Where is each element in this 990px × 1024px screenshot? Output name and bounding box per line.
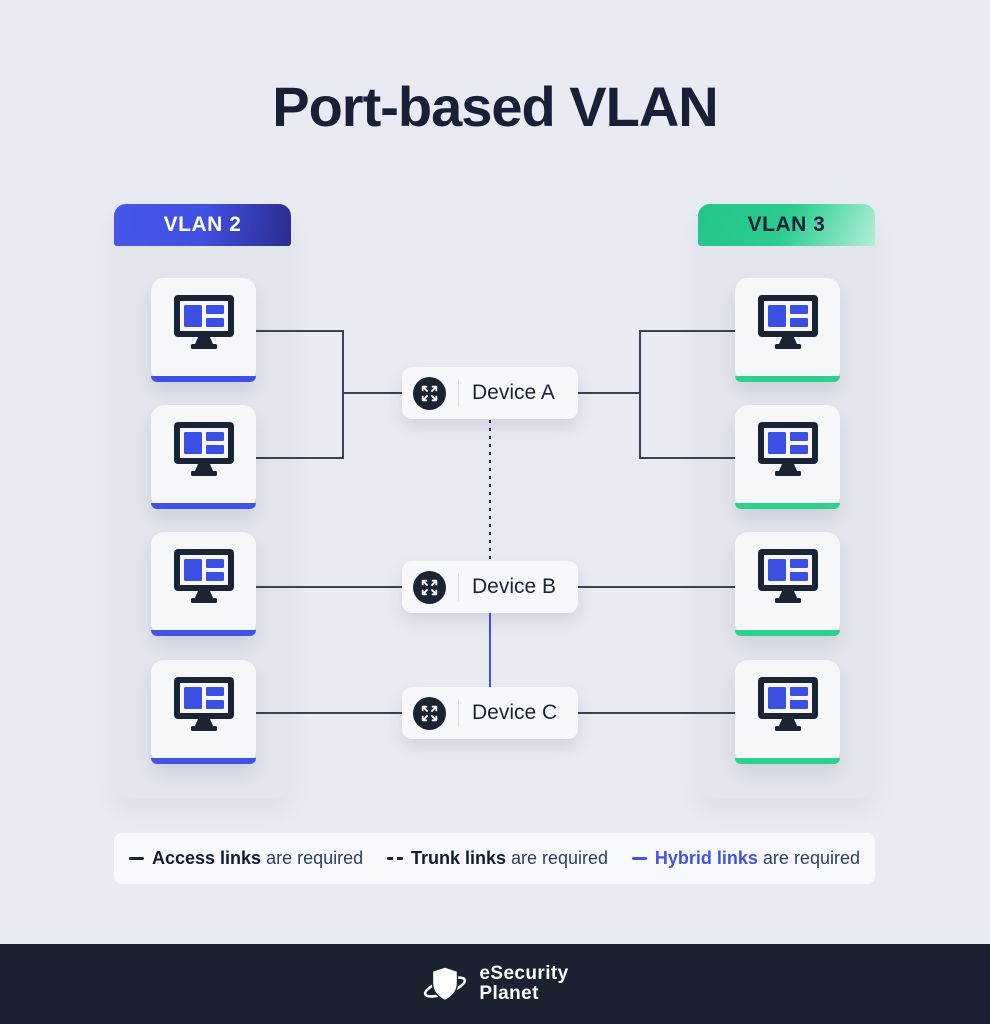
monitor-icon	[173, 295, 234, 349]
vlan3-accent-bar	[735, 376, 840, 382]
vlan2-accent-bar	[151, 630, 256, 636]
computer-card	[735, 660, 840, 764]
divider	[458, 699, 459, 727]
computer-card	[151, 532, 256, 636]
legend-item-trunk: Trunk links are required	[386, 848, 609, 869]
monitor-icon	[757, 549, 818, 603]
device-label: Device C	[472, 701, 558, 724]
vlan3-accent-bar	[735, 758, 840, 764]
legend-suffix: are required	[762, 848, 860, 868]
legend-term: Hybrid links	[654, 848, 758, 868]
legend-term: Access links	[152, 848, 262, 868]
device-card-a: Device A	[402, 367, 578, 419]
expand-arrows-icon	[413, 570, 446, 604]
computer-card	[735, 278, 840, 382]
brand-line-2: Planet	[479, 983, 539, 1004]
brand-name: eSecurity Planet	[479, 964, 568, 1004]
monitor-icon	[757, 677, 818, 731]
device-label: Device A	[472, 381, 555, 404]
device-card-c: Device C	[402, 687, 578, 739]
legend-suffix: are required	[511, 848, 609, 868]
computer-card	[735, 405, 840, 509]
computer-card	[151, 405, 256, 509]
legend-bar: Access links are required Trunk links ar…	[114, 833, 875, 884]
vlan2-accent-bar	[151, 758, 256, 764]
vlan2-header: VLAN 2	[114, 204, 291, 246]
divider	[458, 379, 459, 407]
divider	[458, 573, 459, 601]
trunk-link-marker	[386, 857, 403, 860]
device-label: Device B	[472, 575, 557, 598]
page-title: Port-based VLAN	[272, 75, 719, 138]
monitor-icon	[173, 549, 234, 603]
legend-item-access: Access links are required	[129, 848, 363, 869]
monitor-icon	[757, 295, 818, 349]
expand-arrows-icon	[413, 696, 446, 730]
legend-term: Trunk links	[410, 848, 506, 868]
vlan3-accent-bar	[735, 630, 840, 636]
access-links	[256, 330, 735, 714]
footer: eSecurity Planet	[0, 944, 990, 1024]
access-link-marker	[129, 857, 144, 860]
computer-card	[151, 660, 256, 764]
monitor-icon	[173, 422, 234, 476]
computer-card	[735, 532, 840, 636]
monitor-icon	[757, 422, 818, 476]
legend-item-hybrid: Hybrid links are required	[631, 848, 860, 869]
vlan3-header: VLAN 3	[698, 204, 875, 246]
monitor-icon	[173, 677, 234, 731]
brand-logo: eSecurity Planet	[421, 960, 568, 1008]
device-card-b: Device B	[402, 561, 578, 613]
computer-card	[151, 278, 256, 382]
vlan2-accent-bar	[151, 503, 256, 509]
vlan2-accent-bar	[151, 376, 256, 382]
vlan3-accent-bar	[735, 503, 840, 509]
brand-line-1: eSecurity	[479, 963, 569, 984]
shield-planet-icon	[424, 966, 467, 1002]
expand-arrows-icon	[413, 376, 446, 410]
vlan2-label: VLAN 2	[163, 213, 242, 236]
legend-suffix: are required	[266, 848, 364, 868]
vlan3-label: VLAN 3	[747, 213, 826, 236]
hybrid-link-marker	[631, 857, 647, 860]
